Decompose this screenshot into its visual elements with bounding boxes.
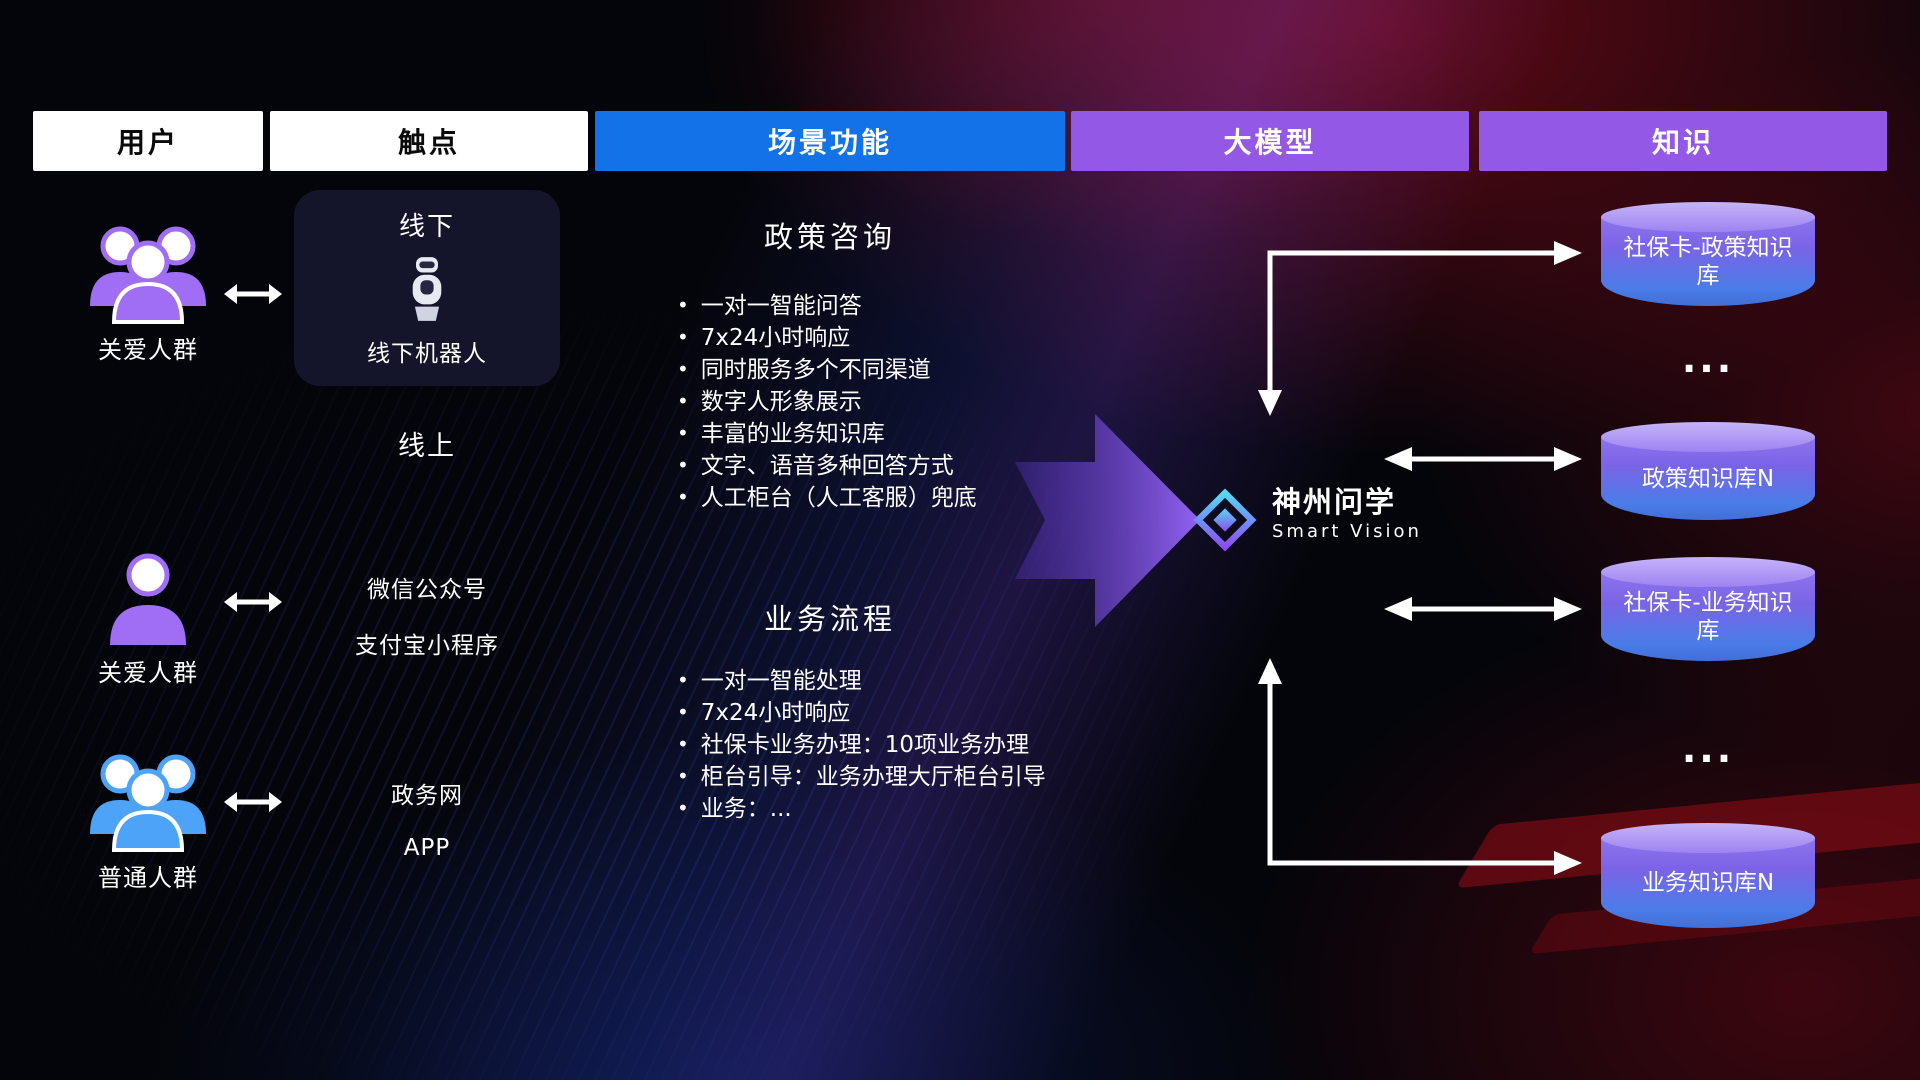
column-header-users: 用户 <box>33 111 263 171</box>
scenario-bullet: 人工柜台（人工客服）兜底 <box>677 482 1097 514</box>
scenario-bullet: 一对一智能问答 <box>677 290 1097 322</box>
arrowhead-right-icon <box>1554 447 1582 471</box>
arrowhead-left-icon <box>1384 597 1412 621</box>
group-users-icon <box>90 754 206 852</box>
scenario-bullet: 柜台引导：业务办理大厅柜台引导 <box>677 761 1097 793</box>
double-arrow-icon <box>224 284 282 304</box>
user-label: 关爱人群 <box>98 336 198 364</box>
knowledge-db-label: 社保卡-业务知识库 <box>1623 589 1793 644</box>
knowledge-db-label: 业务知识库N <box>1641 870 1775 896</box>
channel-gov-web: 政务网 <box>391 783 463 809</box>
database-icon <box>1601 422 1815 452</box>
knowledge-db-label: 社保卡-政策知识库 <box>1623 234 1793 289</box>
channel-app: APP <box>403 835 451 861</box>
database-icon <box>1601 823 1815 853</box>
offline-title: 线下 <box>398 212 455 242</box>
scenario-title-policy: 政策咨询 <box>763 220 896 254</box>
connector-top-left-l <box>1267 250 1558 398</box>
model-name-block: 神州问学 Smart Vision <box>1272 487 1422 542</box>
database-icon <box>1601 202 1815 232</box>
offline-touchpoint-card: 线下 线下机器人 <box>294 190 560 386</box>
scenario-bullet: 数字人形象展示 <box>677 386 1097 418</box>
model-subtitle: Smart Vision <box>1272 521 1422 542</box>
group-users-icon <box>90 226 206 324</box>
user-group-ordinary: 普通人群 <box>70 748 226 893</box>
user-label: 普通人群 <box>98 864 198 892</box>
database-icon <box>1601 557 1815 587</box>
online-title: 线上 <box>398 431 456 462</box>
channel-wechat: 微信公众号 <box>367 577 487 603</box>
knowledge-db-business-ssc: 社保卡-业务知识库 <box>1601 557 1815 661</box>
scenario-business-list: 一对一智能处理 7x24小时响应 社保卡业务办理：10项业务办理 柜台引导：业务… <box>677 665 1097 825</box>
double-arrow-icon <box>224 592 282 612</box>
knowledge-db-label: 政策知识库N <box>1641 465 1775 492</box>
arrowhead-right-icon <box>1554 597 1582 621</box>
scenario-bullet: 7x24小时响应 <box>677 322 1097 354</box>
model-name: 神州问学 <box>1272 485 1397 519</box>
database-icon <box>1601 838 1815 928</box>
arrowhead-left-icon <box>1384 447 1412 471</box>
knowledge-ellipsis: ... <box>1681 727 1735 771</box>
knowledge-db-policy-n: 政策知识库N <box>1601 422 1815 520</box>
arrowhead-up-icon <box>1258 658 1282 684</box>
single-user-icon <box>110 553 186 645</box>
scenario-bullet: 一对一智能处理 <box>677 665 1097 697</box>
scenario-bullet: 业务：... <box>677 793 1097 825</box>
column-header-knowledge: 知识 <box>1479 111 1887 171</box>
knowledge-ellipsis: ... <box>1681 337 1735 381</box>
scenario-bullet: 丰富的业务知识库 <box>677 418 1097 450</box>
arrowhead-right-icon <box>1554 241 1582 265</box>
scenario-bullet: 同时服务多个不同渠道 <box>677 354 1097 386</box>
arrowhead-right-icon <box>1554 851 1582 875</box>
knowledge-db-business-n: 业务知识库N <box>1601 823 1815 928</box>
arrowhead-down-icon <box>1258 390 1282 416</box>
user-group-care-top: 关爱人群 <box>70 220 226 365</box>
scenario-bullet: 文字、语音多种回答方式 <box>677 450 1097 482</box>
user-label: 关爱人群 <box>98 659 198 687</box>
diamond-logo-icon <box>1193 488 1257 552</box>
column-header-touchpoints: 触点 <box>270 111 588 171</box>
double-arrow-icon <box>224 792 282 812</box>
model-logo-block: 神州问学 Smart Vision <box>1192 487 1422 553</box>
scenario-bullet: 7x24小时响应 <box>677 697 1097 729</box>
scenario-bullet: 社保卡业务办理：10项业务办理 <box>677 729 1097 761</box>
scenario-title-business: 业务流程 <box>763 602 896 636</box>
connector-bottom-left-l <box>1267 676 1558 866</box>
channel-alipay: 支付宝小程序 <box>355 633 499 659</box>
offline-robot-label: 线下机器人 <box>367 341 487 367</box>
robot-icon <box>412 256 442 321</box>
scenario-policy-list: 一对一智能问答 7x24小时响应 同时服务多个不同渠道 数字人形象展示 丰富的业… <box>677 290 1097 514</box>
column-header-model: 大模型 <box>1071 111 1469 171</box>
knowledge-db-policy-ssc: 社保卡-政策知识库 <box>1601 202 1815 306</box>
user-single-care: 关爱人群 <box>86 551 210 688</box>
column-header-scenarios: 场景功能 <box>595 111 1065 171</box>
